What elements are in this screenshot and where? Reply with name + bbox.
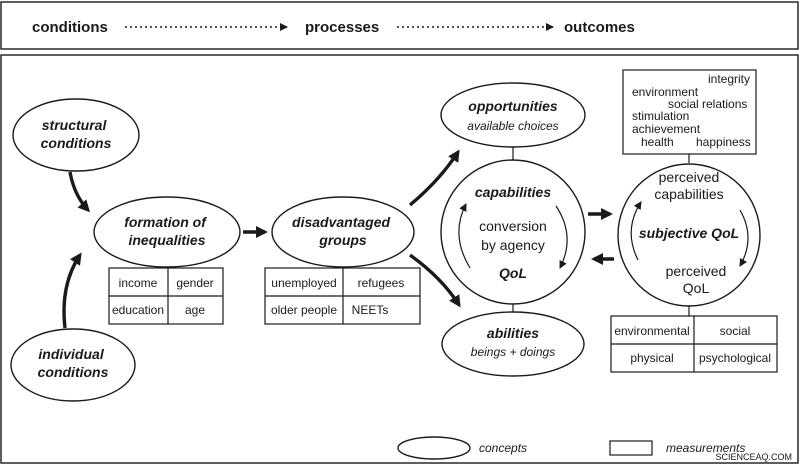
table-cell: psychological <box>699 351 771 365</box>
inequalities-table: income gender education age <box>108 267 224 325</box>
legend-measurements-swatch <box>609 440 653 456</box>
table-cell: NEETs <box>352 303 389 317</box>
opportunities-ellipse <box>440 82 586 148</box>
qol-measure: happiness <box>696 135 751 149</box>
subjective-cycle-arrow-left <box>630 201 642 261</box>
table-cell: unemployed <box>271 276 336 290</box>
arrow-disadvantaged-to-opportunities <box>408 149 460 207</box>
subjective-perceived-bottom: QoL <box>683 280 710 296</box>
qol-measure: achievement <box>632 122 701 136</box>
formation-ellipse <box>93 196 241 268</box>
individual-conditions-ellipse <box>10 328 136 402</box>
subjective-perceived-bottom: perceived <box>666 263 727 279</box>
table-cell: social <box>720 324 751 338</box>
structural-conditions-label: structural conditions <box>41 117 112 151</box>
subjective-qol-circle <box>617 163 761 307</box>
table-cell: education <box>112 303 164 317</box>
table-cell: physical <box>630 351 673 365</box>
formation-label: formation of inequalities <box>124 214 210 248</box>
table-cell: gender <box>176 276 213 290</box>
arrow-individual-to-formation <box>62 252 82 329</box>
capabilities-cycle-arrow-right <box>555 205 568 269</box>
header-processes: processes <box>305 19 379 36</box>
subjective-qol-title: subjective QoL <box>639 225 739 241</box>
qol-domains-table: environmental social physical psychologi… <box>610 315 778 373</box>
table-cell: age <box>185 303 205 317</box>
abilities-subtitle: beings + doings <box>471 345 555 359</box>
table-cell: income <box>119 276 158 290</box>
qol-measures-box <box>622 69 757 155</box>
opportunities-title: opportunities <box>468 98 558 114</box>
subjective-perceived-top: perceived <box>659 169 720 185</box>
table-cell: refugees <box>358 276 405 290</box>
table-cell: older people <box>271 303 337 317</box>
qol-measure: social relations <box>668 97 747 111</box>
qol-measure: integrity <box>708 72 750 86</box>
legend-concepts-swatch <box>397 436 471 460</box>
structural-conditions-ellipse <box>12 98 140 172</box>
header-conditions: conditions <box>32 19 108 36</box>
capabilities-title: capabilities <box>475 184 551 200</box>
capabilities-circle <box>440 159 586 305</box>
individual-conditions-label: individual conditions <box>38 346 109 380</box>
arrow-structural-to-formation <box>68 171 91 213</box>
groups-table: unemployed refugees older people NEETs <box>264 267 421 325</box>
capabilities-line: conversion <box>479 218 547 234</box>
arrow-disadvantaged-to-abilities <box>409 253 461 308</box>
qol-measure: environment <box>632 85 699 99</box>
capabilities-line: by agency <box>481 237 545 253</box>
qol-measure: health <box>641 135 674 149</box>
capabilities-cycle-arrow-left <box>458 203 471 269</box>
disadvantaged-label: disadvantaged groups <box>292 214 394 248</box>
disadvantaged-ellipse <box>271 196 415 268</box>
table-cell: environmental <box>614 324 689 338</box>
legend-concepts-label: concepts <box>479 441 527 455</box>
header-outcomes: outcomes <box>564 19 635 36</box>
abilities-ellipse <box>441 311 585 377</box>
main-frame <box>0 54 799 464</box>
subjective-cycle-arrow-right <box>739 209 749 267</box>
capabilities-qol: QoL <box>499 265 527 281</box>
subjective-perceived-top: capabilities <box>654 186 723 202</box>
abilities-title: abilities <box>487 325 539 341</box>
legend-measurements-label: measurements <box>666 441 745 455</box>
header-frame <box>0 1 799 50</box>
watermark: SCIENCEAQ.COM <box>715 452 792 462</box>
opportunities-subtitle: available choices <box>467 119 558 133</box>
qol-measure: stimulation <box>632 109 689 123</box>
